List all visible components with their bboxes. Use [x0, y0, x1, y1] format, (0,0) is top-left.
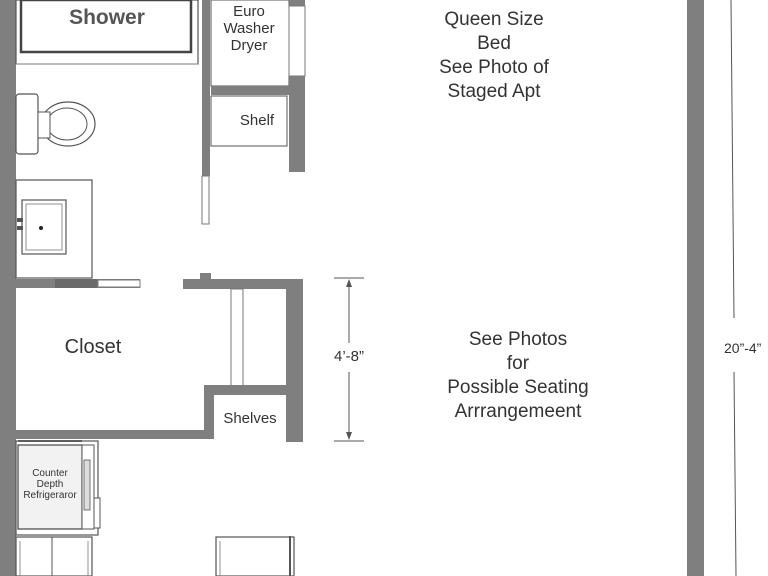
bed-note-line-1: Queen Size	[444, 9, 544, 30]
vanity-sink	[15, 179, 93, 279]
bed-note: Queen Size Bed See Photo of Staged Apt	[414, 8, 574, 104]
laundry-divider-wall	[211, 86, 289, 95]
refrigerator-line-1: Counter	[32, 468, 68, 479]
seating-note-line-4: Arrrangemeent	[454, 401, 582, 422]
shelf-label: Shelf	[239, 112, 275, 129]
shower-tray	[19, 0, 193, 54]
refrigerator-line-2: Depth	[36, 479, 64, 490]
seating-note-line-3: Possible Seating	[447, 377, 589, 398]
laundry-right-wall	[289, 0, 305, 6]
closet-top-wall	[183, 279, 287, 289]
seating-note: See Photos for Possible Seating Arrrange…	[418, 328, 618, 424]
seating-note-line-1: See Photos	[468, 329, 568, 350]
lower-cabinets	[15, 536, 295, 576]
closet-dimension-label: 4’-8”	[326, 348, 372, 366]
seating-note-line-2: for	[506, 353, 530, 374]
left-exterior-wall	[0, 0, 16, 576]
refrigerator	[15, 440, 101, 536]
room-length-dimension-label: 20”-4”	[724, 340, 768, 357]
refrigerator-label: Counter Depth Refrigeraror	[18, 468, 82, 501]
shelves-post	[230, 288, 244, 387]
bed-note-line-4: Staged Apt	[447, 81, 541, 102]
bed-note-line-2: Bed	[477, 33, 511, 54]
room-length-dimension-line	[730, 0, 737, 576]
closet-dimension-line	[334, 277, 364, 442]
right-exterior-wall	[687, 0, 704, 576]
euro-washer-dryer-line-1: Euro	[233, 3, 265, 20]
euro-washer-dryer-line-2: Washer	[223, 20, 275, 37]
closet-right-wall	[286, 279, 303, 442]
bath-vertical-wall	[202, 0, 210, 176]
refrigerator-line-3: Refrigeraror	[23, 490, 77, 501]
closet-bottom-wall	[16, 430, 214, 439]
shower-label: Shower	[69, 6, 145, 29]
shelves-label: Shelves	[223, 410, 277, 427]
shelf-box	[210, 95, 288, 147]
euro-washer-dryer-line-3: Dryer	[230, 37, 268, 54]
toilet	[15, 93, 96, 155]
euro-washer-dryer-label: Euro Washer Dryer	[212, 3, 286, 54]
closet-label: Closet	[64, 336, 122, 358]
bed-note-line-3: See Photo of	[439, 57, 549, 78]
